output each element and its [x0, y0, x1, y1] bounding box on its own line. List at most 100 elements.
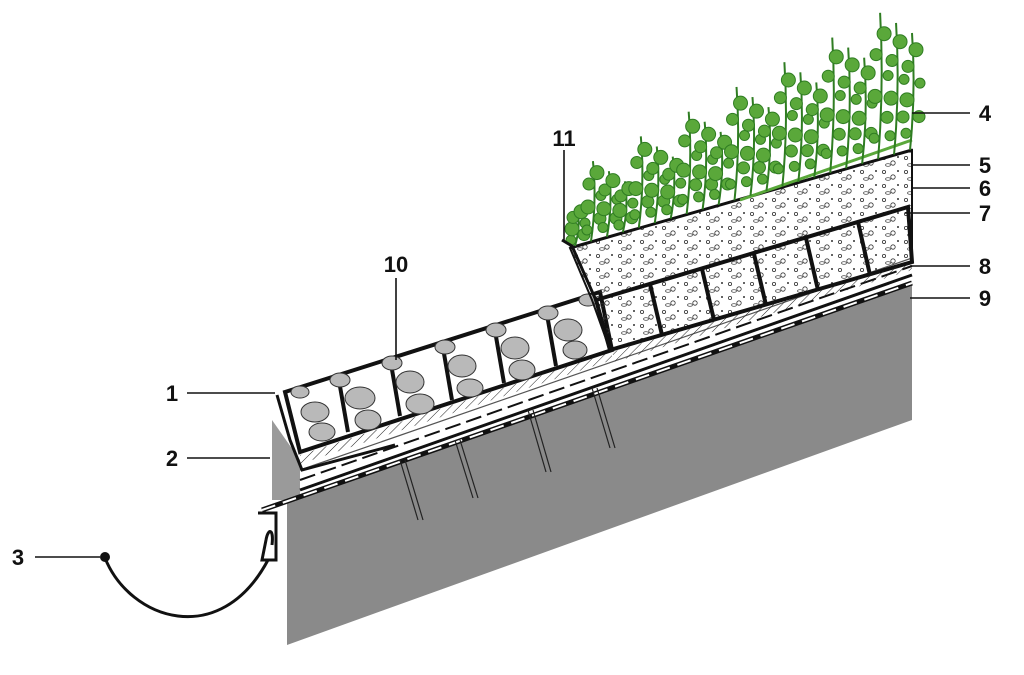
plant-leaf-cluster	[755, 147, 771, 163]
leader-lines	[35, 112, 970, 558]
pebbles	[290, 293, 598, 442]
plant-leaf-cluster	[627, 197, 639, 209]
plant-leaf-cluster	[756, 173, 768, 185]
plant-leaf-cluster	[836, 145, 848, 157]
plant-leaf-cluster	[764, 111, 780, 127]
plant-leaf-cluster	[885, 54, 899, 68]
plant-leaf-cluster	[898, 73, 910, 85]
plant-leaf-cluster	[880, 110, 894, 124]
plant-leaf-cluster	[787, 127, 803, 143]
plant-leaf-cluster	[613, 219, 625, 231]
filter-fabric-lower	[300, 352, 612, 464]
callout-10: 10	[384, 252, 408, 277]
plant-leaf-cluster	[812, 88, 828, 104]
plant-leaf-cluster	[692, 164, 708, 180]
plant-leaf-cluster	[834, 90, 846, 102]
plant-leaf-cluster	[850, 93, 862, 105]
callout-7: 7	[979, 201, 991, 226]
plant-leaf-cluster	[837, 75, 851, 89]
plant-leaf-cluster	[900, 127, 912, 139]
plant-leaf-cluster	[685, 118, 701, 134]
plant-leaf-cluster	[821, 69, 835, 83]
plant-leaf-cluster	[819, 107, 835, 123]
plant-leaf-cluster	[784, 144, 798, 158]
plant-leaf-cluster	[612, 202, 628, 218]
callout-labels: 1 2 3 4 5 6 7 8 9 10 11	[12, 101, 992, 570]
sedum-plants	[564, 12, 926, 247]
gutter	[103, 557, 270, 619]
plant-leaf-cluster	[908, 42, 924, 58]
callout-8: 8	[979, 254, 991, 279]
plant-leaf-cluster	[629, 209, 641, 221]
gutter-bracket	[258, 511, 278, 562]
plant-leaf-cluster	[852, 143, 864, 155]
callout-4: 4	[979, 101, 992, 126]
plant-leaf-cluster	[737, 161, 751, 175]
plant-leaf-cluster	[860, 65, 876, 81]
callout-3: 3	[12, 545, 24, 570]
plant-leaf-cluster	[605, 173, 621, 189]
plant-leaf-cluster	[710, 146, 724, 160]
plant-leaf-cluster	[884, 130, 896, 142]
plant-leaf-cluster	[820, 148, 832, 160]
plant-leaf-cluster	[676, 162, 692, 178]
callout-11: 11	[552, 126, 575, 151]
callout-2: 2	[166, 446, 178, 471]
plant-leaf-cluster	[789, 97, 803, 111]
plant-leaf-cluster	[772, 163, 784, 175]
plant-leaf-cluster	[867, 88, 883, 104]
plant-leaf-cluster	[739, 130, 751, 142]
plant-leaf-cluster	[581, 224, 593, 236]
vegetation-mat-green	[739, 138, 913, 202]
plant-leaf-cluster	[868, 132, 880, 144]
plant-leaf-cluster	[899, 92, 915, 108]
plant-leaf-cluster	[882, 70, 894, 82]
plant-leaf-cluster	[564, 221, 580, 237]
plant-leaf-cluster	[796, 80, 812, 96]
plant-leaf-cluster	[628, 181, 644, 197]
plant-leaf-cluster	[596, 201, 612, 217]
filter-fabric-upper	[612, 262, 912, 362]
plant-leaf-cluster	[803, 129, 819, 145]
plant-leaf-cluster	[677, 193, 689, 205]
plant-leaf-cluster	[733, 95, 749, 111]
plant-leaf-cluster	[844, 57, 860, 73]
plant-leaf-cluster	[914, 77, 926, 89]
plant-leaf-cluster	[709, 188, 721, 200]
plant-leaf-cluster	[892, 34, 908, 50]
plant-leaf-cluster	[869, 48, 883, 62]
plant-leaf-cluster	[725, 178, 737, 190]
plant-leaf-cluster	[637, 141, 653, 157]
plant-leaf-cluster	[876, 26, 892, 42]
drainage-cells-upper	[648, 221, 872, 336]
plant-leaf-cluster	[896, 110, 910, 124]
plant-leaf-cluster	[645, 206, 657, 218]
plant-leaf-cluster	[678, 134, 692, 148]
plant-leaf-cluster	[771, 125, 787, 141]
fascia-board	[272, 420, 300, 500]
callout-6: 6	[979, 176, 991, 201]
plant-leaf-cluster	[723, 157, 735, 169]
plant-leaf-cluster	[597, 221, 609, 233]
upper-edge-profile	[561, 238, 600, 306]
plant-leaf-cluster	[883, 90, 899, 106]
plant-leaf-cluster	[804, 158, 816, 170]
plant-leaf-cluster	[805, 103, 819, 117]
plant-leaf-cluster	[741, 118, 755, 132]
plant-leaf-cluster	[675, 177, 687, 189]
plant-leaf-cluster	[580, 199, 596, 215]
plant-leaf-cluster	[689, 178, 703, 192]
plant-leaf-cluster	[832, 127, 846, 141]
plant-leaf-cluster	[773, 91, 787, 105]
roof-deck	[287, 283, 912, 645]
plant-leaf-cluster	[835, 109, 851, 125]
plant-leaf-cluster	[800, 144, 814, 158]
plant-leaf-cluster	[701, 126, 717, 142]
plant-leaf-cluster	[780, 72, 796, 88]
plant-leaf-cluster	[748, 103, 764, 119]
plant-leaf-cluster	[653, 149, 669, 165]
plant-leaf-cluster	[724, 144, 740, 160]
plant-leaf-cluster	[662, 167, 676, 181]
plant-leaf-cluster	[739, 145, 755, 161]
